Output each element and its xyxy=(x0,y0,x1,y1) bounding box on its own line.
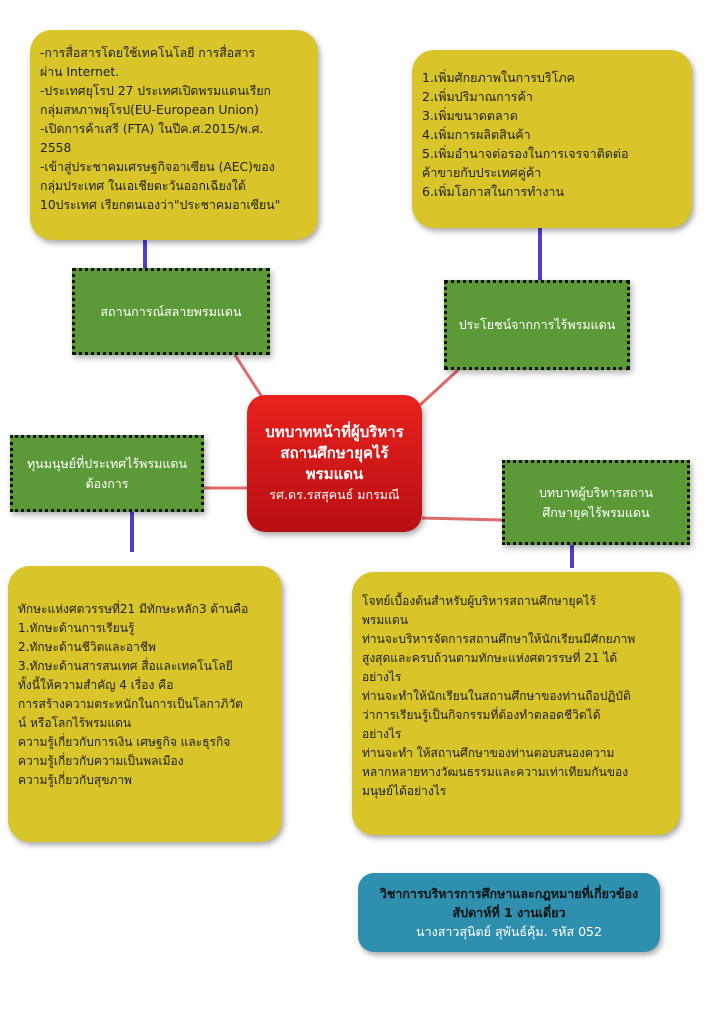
detail-box-top-right: 1.เพิ่มศักยภาพในการบริโภค 2.เพิ่มปริมาณกา… xyxy=(412,50,692,228)
student-info: นางสาวสุนิตย์ สุพันธ์คุ้ม. รหัส 052 xyxy=(416,923,602,939)
week-label: สัปดาห์ที่ 1 งานเดี่ยว xyxy=(452,904,566,920)
branch-situation[interactable]: สถานการณ์สลายพรมแดน xyxy=(72,268,270,355)
detail-line: ทั้งนี้ให้ความสำคัญ 4 เรื่อง คือ xyxy=(18,678,174,692)
detail-line: มนุษย์ได้อย่างไร xyxy=(362,784,447,798)
detail-line: -ประเทศยุโรป 27 ประเทศเปิดพรมแดนเรียก xyxy=(40,84,271,98)
central-title: สถานศึกษายุคไร้ xyxy=(280,444,389,462)
branch-label: ประโยชน์จากการไร้พรมแดน xyxy=(458,317,616,332)
detail-line: อย่างไร xyxy=(362,670,402,684)
connector-center-tl xyxy=(233,354,264,398)
detail-line: 1.เพิ่มศักยภาพในการบริโภค xyxy=(422,70,575,85)
course-title: วิชาการบริหารการศึกษาและกฎหมายที่เกี่ยวข… xyxy=(379,885,639,901)
footer-info-box: วิชาการบริหารการศึกษาและกฎหมายที่เกี่ยวข… xyxy=(358,873,660,952)
detail-line: -เปิดการค้าเสรี (FTA) ในปีค.ศ.2015/พ.ศ. xyxy=(40,122,264,136)
detail-line: ค้าขายกับประเทศคู่ค้า xyxy=(422,165,542,180)
detail-line: สูงสุดและครบถ้วนตามทักษะแห่งศตวรรษที่ 21… xyxy=(362,651,618,665)
detail-line: 5.เพิ่มอำนาจต่อรองในการเจรจาติดต่อ xyxy=(422,146,629,161)
detail-line: ท่านจะบริหารจัดการสถานศึกษาให้นักเรียนมี… xyxy=(362,632,636,646)
detail-line: อย่างไร xyxy=(362,727,402,741)
detail-line: 2.เพิ่มปริมาณการค้า xyxy=(422,89,533,104)
central-title: พรมแดน xyxy=(305,465,364,483)
detail-line: ความรู้เกี่ยวกับสุขภาพ xyxy=(18,773,132,787)
detail-line: กลุ่มสหภาพยุโรป(EU-European Union) xyxy=(40,103,259,117)
detail-line: โจทย์เบื้องต้นสำหรับผู้บริหารสถานศึกษายุ… xyxy=(362,594,597,608)
detail-line: พรมแดน xyxy=(362,613,408,627)
detail-line: ท่านจะทำ ให้สถานศึกษาของท่านตอบสนองความ xyxy=(362,746,615,760)
branch-benefits[interactable]: ประโยชน์จากการไร้พรมแดน xyxy=(444,280,630,370)
detail-line: -เข้าสู่ประชาคมเศรษฐกิจอาเซียน (AEC)ของ xyxy=(40,160,275,174)
detail-line: ผ่าน Internet. xyxy=(40,65,120,79)
detail-box-bottom-right: โจทย์เบื้องต้นสำหรับผู้บริหารสถานศึกษายุ… xyxy=(352,572,680,835)
detail-line: ว่าการเรียนรู้เป็นกิจกรรมที่ต้องทำตลอดชี… xyxy=(362,708,601,722)
detail-line: 3.ทักษะด้านสารสนเทศ สื่อและเทคโนโลยี xyxy=(18,659,233,673)
central-author: รศ.ดร.รสสุคนธ์ มกรมณี xyxy=(269,487,400,502)
detail-line: 4.เพิ่มการผลิตสินค้า xyxy=(422,127,531,142)
branch-label: ต้องการ xyxy=(85,475,129,491)
detail-line: น์ หรือโลกไร้พรมแดน xyxy=(18,716,132,730)
detail-box-top-left: -การสื่อสารโดยใช้เทคโนโลยี การสื่อสารผ่า… xyxy=(30,30,318,240)
central-title: บทบาทหน้าที่ผู้บริหาร xyxy=(265,423,404,441)
branch-administrator-role[interactable]: บทบาทผู้บริหารสถาน ศึกษายุคไร้พรมแดน xyxy=(502,460,690,545)
branch-label: ศึกษายุคไร้พรมแดน xyxy=(542,504,650,520)
detail-line: ทักษะแห่งศตวรรษที่21 มีทักษะหลัก3 ด้านคื… xyxy=(18,602,249,616)
central-topic[interactable]: บทบาทหน้าที่ผู้บริหาร สถานศึกษายุคไร้ พร… xyxy=(247,395,422,532)
detail-line: 2.ทักษะด้านชีวิตและอาชีพ xyxy=(18,640,156,654)
detail-line: 6.เพิ่มโอกาสในการทำงาน xyxy=(422,184,564,199)
branch-label: ทุนมนุษย์ที่ประเทศไร้พรมแดน xyxy=(26,455,188,471)
detail-line: ความรู้เกี่ยวกับความเป็นพลเมือง xyxy=(18,754,184,768)
detail-line: -การสื่อสารโดยใช้เทคโนโลยี การสื่อสาร xyxy=(40,46,256,60)
detail-line: กลุ่มประเทศ ในเอเชียตะวันออกเฉียงใต้ xyxy=(40,179,246,193)
detail-line: หลากหลายทางวัฒนธรรมและความเท่าเทียมกันขอ… xyxy=(362,765,629,779)
detail-line: 2558 xyxy=(40,141,72,155)
detail-line: ความรู้เกี่ยวกับการเงิน เศษฐกิจ และธุรกิ… xyxy=(18,735,231,749)
detail-line: การสร้างความตระหนักในการเป็นโลกาภิวัต xyxy=(18,697,243,711)
connector-center-r xyxy=(421,516,503,522)
detail-box-bottom-left: ทักษะแห่งศตวรรษที่21 มีทักษะหลัก3 ด้านคื… xyxy=(8,566,282,842)
detail-line: 3.เพิ่มขนาดตลาด xyxy=(422,108,518,123)
detail-line: 10ประเทศ เรียกตนเองว่า"ประชาคมอาเซียน" xyxy=(40,198,281,212)
branch-label: บทบาทผู้บริหารสถาน xyxy=(538,484,654,500)
detail-line: ท่านจะทำให้นักเรียนในสถานศึกษาของท่านถือ… xyxy=(362,689,631,703)
branch-human-capital[interactable]: ทุนมนุษย์ที่ประเทศไร้พรมแดน ต้องการ xyxy=(10,435,204,512)
branch-label: สถานการณ์สลายพรมแดน xyxy=(100,303,242,319)
connector-center-tr xyxy=(418,368,460,407)
detail-line: 1.ทักษะด้านการเรียนรู้ xyxy=(18,621,135,635)
